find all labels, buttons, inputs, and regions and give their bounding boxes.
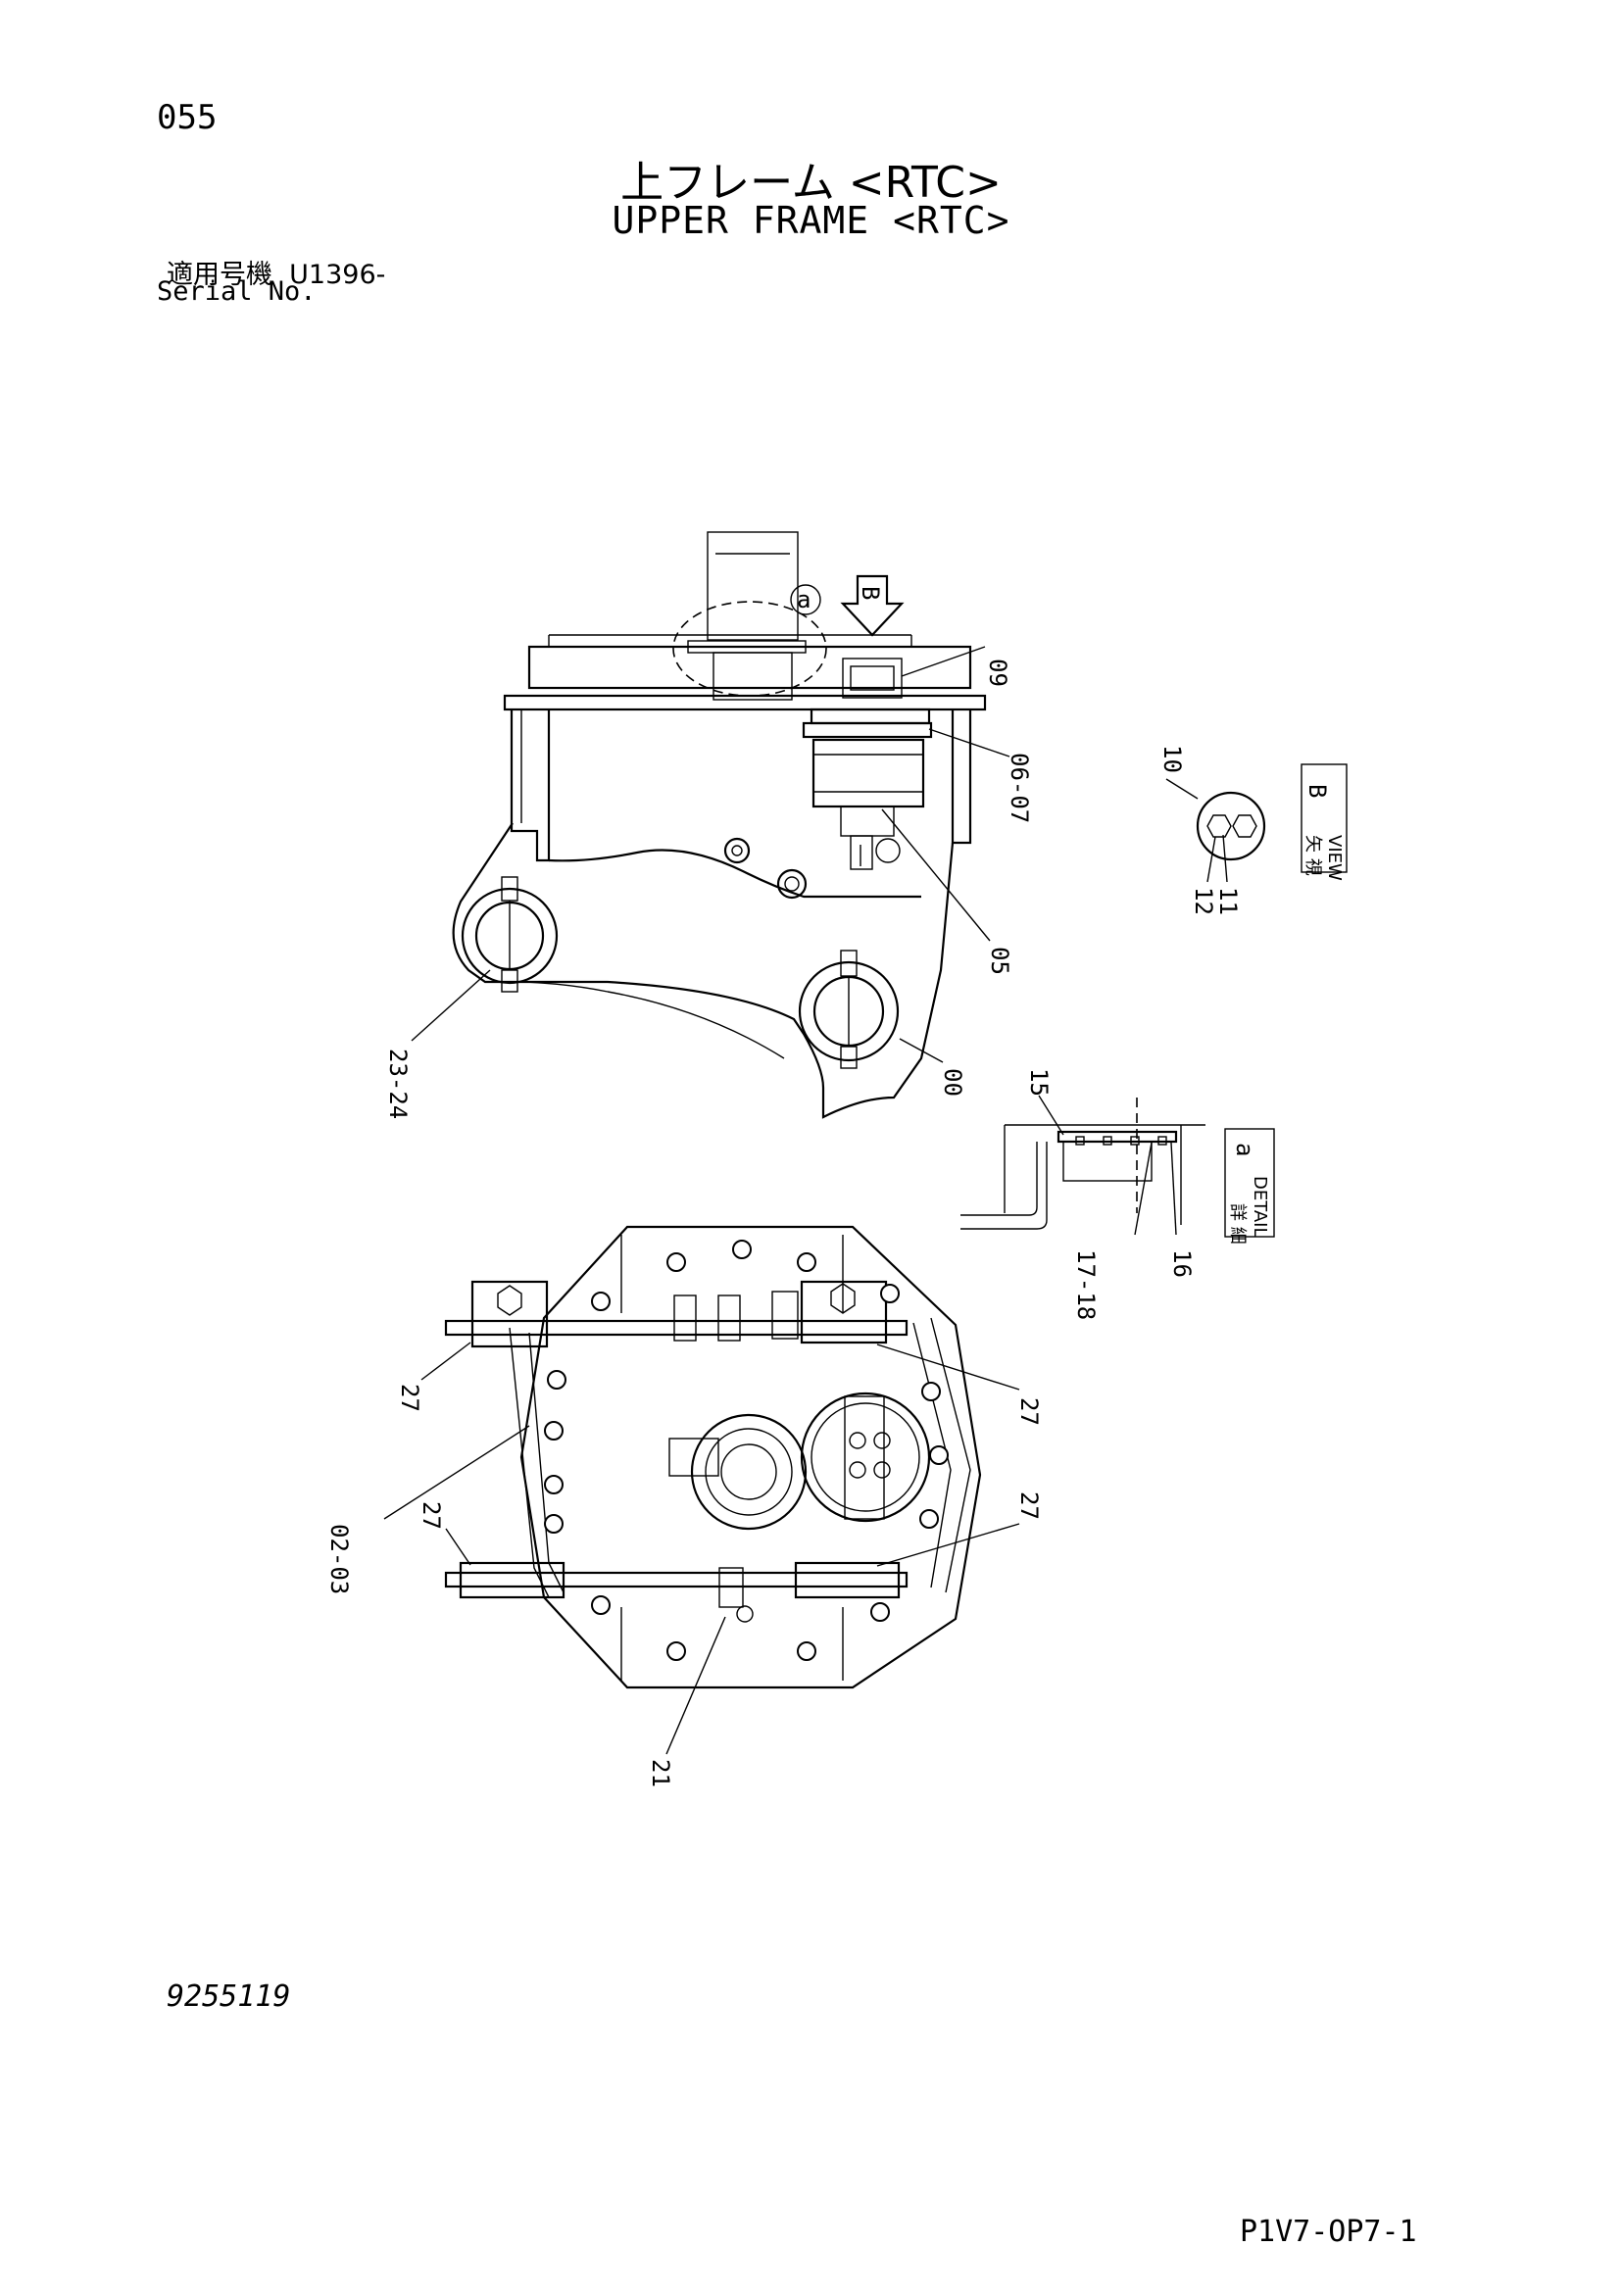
page-title-japanese: 上フレーム <RTC> [620, 158, 1002, 208]
callout-02-03: 02-03 [325, 1524, 353, 1594]
serial-label-japanese: 適用号機 [167, 260, 272, 290]
detail-a-label-japanese: 詳 細 [1227, 1203, 1248, 1245]
callout-17-18: 17-18 [1072, 1249, 1100, 1320]
callout-15: 15 [1025, 1068, 1053, 1097]
side-view: a B [452, 531, 987, 1119]
callout-27-bottom-right: 27 [1015, 1491, 1043, 1520]
plan-view [444, 1225, 982, 1689]
view-b-label-japanese: 矢 視 [1303, 835, 1323, 876]
callout-00: 00 [939, 1068, 966, 1097]
plan-view-callouts: 27 27 02-03 27 27 21 [325, 1342, 1043, 1787]
marker-a: a [797, 586, 811, 613]
page-number: 055 [157, 98, 218, 137]
callout-05: 05 [986, 947, 1013, 975]
detail-a-label-english: DETAIL [1250, 1176, 1270, 1237]
callout-12: 12 [1190, 887, 1217, 915]
detail-a: 15 17-18 16 詳 細 DETAIL a [960, 1068, 1275, 1320]
serial-label-english: Serial No. [157, 276, 317, 307]
view-b-label-english: VIEW [1324, 835, 1345, 881]
view-b-letter: B [1303, 784, 1331, 798]
callout-27-bottom-left: 27 [418, 1501, 445, 1530]
marker-b: B [857, 586, 884, 600]
callout-10: 10 [1158, 745, 1186, 773]
page-code: P1V7-OP7-1 [1240, 2215, 1417, 2249]
callout-27-top-left: 27 [396, 1384, 423, 1412]
callout-21: 21 [647, 1759, 674, 1787]
callout-23-24: 23-24 [384, 1049, 412, 1119]
drawing-number: 9255119 [167, 1979, 291, 2014]
view-b: 10 12 11 矢 視 VIEW B [1158, 745, 1348, 915]
side-view-callouts: 09 06-07 05 00 23-24 [384, 646, 1033, 1119]
callout-16: 16 [1168, 1249, 1196, 1278]
serial-line: 適用号機 U1396- [167, 253, 385, 291]
callout-27-top-right: 27 [1015, 1397, 1043, 1426]
detail-a-letter: a [1231, 1143, 1258, 1156]
serial-value: U1396- [289, 260, 386, 290]
page-title-english: UPPER FRAME <RTC> [612, 199, 1010, 242]
callout-06-07: 06-07 [1006, 753, 1033, 823]
callout-11: 11 [1214, 887, 1242, 915]
callout-09: 09 [984, 659, 1011, 687]
